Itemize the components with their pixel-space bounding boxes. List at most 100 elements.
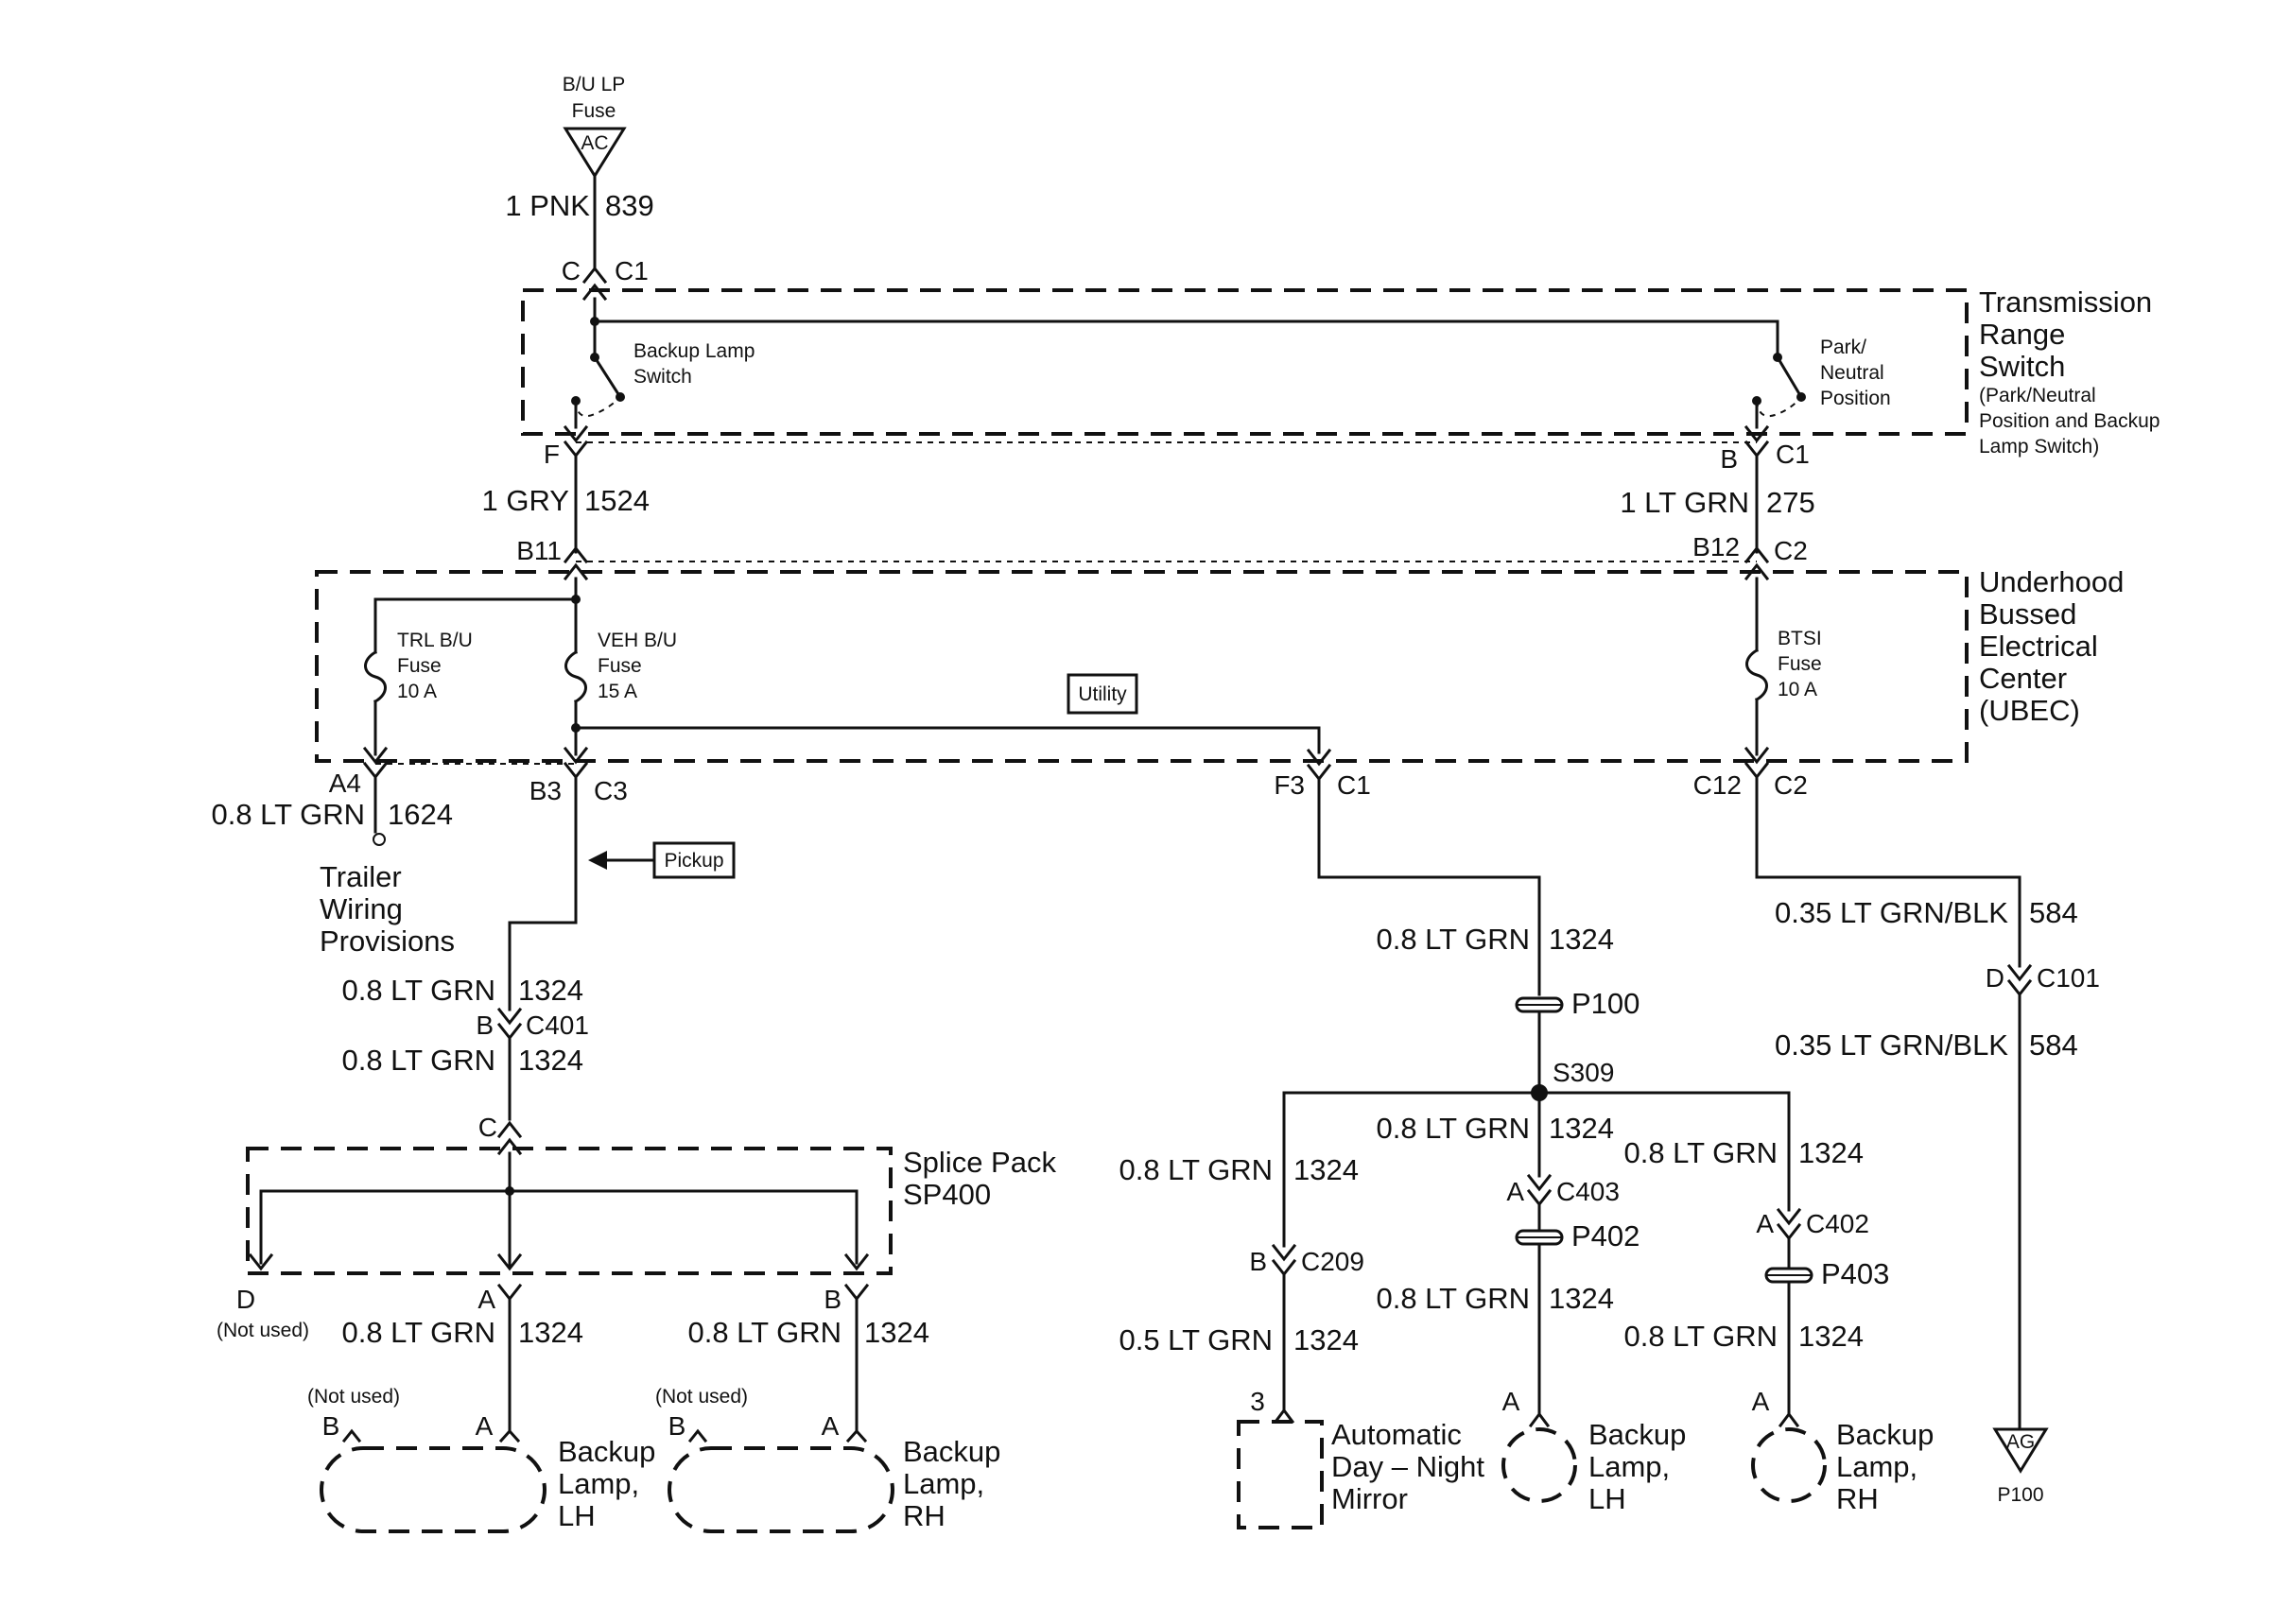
lamp-lh-pin-a: A	[476, 1411, 494, 1441]
wire-584-upper	[1755, 775, 2021, 968]
wire-c403-dn-circuit: 1324	[1549, 1282, 1614, 1315]
backup-lamp-switch: Backup Lamp Switch	[571, 340, 755, 418]
connector-a4-chevron-icon	[362, 761, 389, 780]
wire-c403-up-gauge: 0.8 LT GRN	[1376, 1112, 1530, 1145]
backup-lamp-lh-right: A Backup Lamp, LH	[1501, 1387, 1686, 1515]
wire-c402-dn-circuit: 1324	[1798, 1320, 1864, 1353]
trs-bus-junction	[590, 317, 599, 326]
wire-584-dn-circuit: 584	[2029, 1028, 2078, 1062]
switch-linkage-icon	[575, 396, 621, 418]
btsi-fuse-label-3: 10 A	[1778, 679, 1817, 700]
lamp-rh-pin-a-icon	[845, 1428, 868, 1443]
ubec-title-1: Underhood	[1979, 565, 2124, 598]
connector-d-sp: D	[236, 1285, 255, 1314]
splice-pack-title-2: SP400	[903, 1178, 991, 1211]
splice-b-arrow-icon	[843, 1253, 870, 1271]
pickup-tag-box	[652, 841, 736, 879]
connector-f-chevron-icon	[563, 440, 589, 458]
connector-c209: C209	[1301, 1247, 1364, 1276]
ground-ag: AG P100	[1992, 1427, 2049, 1506]
bu-lp-fuse-source: B/U LP Fuse AC	[563, 74, 627, 179]
source-fuse-name: B/U LP	[563, 74, 626, 95]
veh-fuse-icon	[564, 649, 587, 704]
connector-b3-chevron-icon	[563, 746, 589, 765]
lamp3-pin-a: A	[1752, 1387, 1770, 1416]
lamp3-label-3: RH	[1836, 1482, 1879, 1515]
pn-switch-label-2: Neutral	[1820, 362, 1884, 384]
ubec-box	[315, 570, 1969, 763]
btsi-fuse-icon	[1745, 648, 1768, 702]
lamp-lh-pin-b-icon	[341, 1428, 362, 1443]
connector-c12: C12	[1693, 770, 1742, 800]
connector-c101-chevron-icon	[2006, 978, 2033, 997]
wire-sp-b-circuit: 1324	[864, 1316, 929, 1349]
connector-b-chevron-icon	[1744, 424, 1770, 443]
splice-pack-box	[246, 1147, 893, 1275]
lamp3-housing	[1751, 1427, 1827, 1503]
ubec-title-5: (UBEC)	[1979, 694, 2080, 727]
btsi-fuse-label-1: BTSI	[1778, 628, 1822, 649]
btsi-fuse-label-2: Fuse	[1778, 653, 1822, 675]
ground-code: AG	[2006, 1431, 2035, 1453]
lamp3-label-1: Backup	[1836, 1418, 1934, 1451]
trailer-label-1: Trailer	[320, 860, 402, 893]
wire-275-circuit: 275	[1766, 486, 1815, 519]
lamp-rh-label-3: RH	[903, 1499, 946, 1532]
wire-c401-dn-circuit: 1324	[518, 1044, 583, 1077]
connector-c12-chevron-icon	[1744, 746, 1770, 765]
veh-fuse-label-2: Fuse	[598, 655, 642, 677]
transmission-range-switch-box	[521, 288, 1969, 436]
wire-c402-up-circuit: 1324	[1798, 1136, 1864, 1169]
mirror-label-1: Automatic	[1331, 1418, 1462, 1451]
trs-subtitle-3: Lamp Switch)	[1979, 436, 2099, 458]
connector-a-chevron-icon	[496, 1283, 523, 1302]
lamp-rh-label-1: Backup	[903, 1435, 1000, 1468]
ground-name: P100	[1997, 1484, 2043, 1506]
switch-pivot-icon	[590, 353, 599, 362]
connector-c2-ubec: C2	[1774, 536, 1808, 565]
lamp-lh-pin-a-icon	[498, 1428, 521, 1443]
wire-1324-left-feed	[508, 775, 578, 1011]
connector-f3: F3	[1274, 770, 1305, 800]
wire-c402-up-gauge: 0.8 LT GRN	[1623, 1136, 1778, 1169]
connector-c2-bottom: C2	[1774, 770, 1808, 800]
connector-d-c101: D	[1986, 963, 2004, 993]
connector-c12-chevron-icon	[1744, 761, 1770, 780]
connector-f: F	[544, 440, 560, 469]
trl-fuse-label-2: Fuse	[397, 655, 442, 677]
connector-b-c401: B	[476, 1011, 494, 1040]
connector-a-sp: A	[477, 1285, 495, 1314]
connector-c3: C3	[594, 776, 628, 805]
connector-c-top: C	[562, 256, 581, 285]
lamp2-label-1: Backup	[1588, 1418, 1686, 1451]
connector-b3: B3	[529, 776, 562, 805]
wire-1324-utility	[1317, 777, 1541, 996]
trs-title-1: Transmission	[1979, 285, 2152, 319]
connector-b-sp: B	[824, 1285, 842, 1314]
connector-sp-chevron-icon	[496, 1120, 523, 1139]
connector-c403-chevron-icon	[1526, 1188, 1553, 1207]
connector-b12-chevron-icon	[1744, 545, 1770, 564]
lamp-rh-pin-b-icon	[687, 1428, 708, 1443]
wire-839-circuit: 839	[605, 189, 654, 222]
pickup-tag: Pickup	[664, 850, 723, 872]
lamp-lh-not-used: (Not used)	[307, 1386, 400, 1408]
wire-584-dn-gauge: 0.35 LT GRN/BLK	[1775, 1028, 2008, 1062]
switch-pivot-icon	[1773, 353, 1782, 362]
connector-b12-chevron-icon	[1744, 562, 1770, 581]
connector-chevron-icon	[581, 266, 608, 285]
trl-fuse-label-1: TRL B/U	[397, 630, 473, 651]
connector-f3-chevron-icon	[1306, 763, 1332, 782]
trailer-label-2: Wiring	[320, 892, 403, 925]
mirror-pin: 3	[1250, 1387, 1265, 1416]
lamp-lh-housing	[320, 1446, 547, 1533]
connector-a4-chevron-icon	[362, 746, 389, 765]
mirror-pin-icon	[1273, 1408, 1295, 1425]
wire-1624-gauge: 0.8 LT GRN	[211, 798, 365, 831]
wire-c403-dn-gauge: 0.8 LT GRN	[1376, 1282, 1530, 1315]
pn-switch-label-1: Park/	[1820, 337, 1866, 358]
trs-subtitle-1: (Park/Neutral	[1979, 385, 2096, 406]
lamp2-pin-a: A	[1502, 1387, 1520, 1416]
source-fuse-type: Fuse	[572, 100, 616, 122]
